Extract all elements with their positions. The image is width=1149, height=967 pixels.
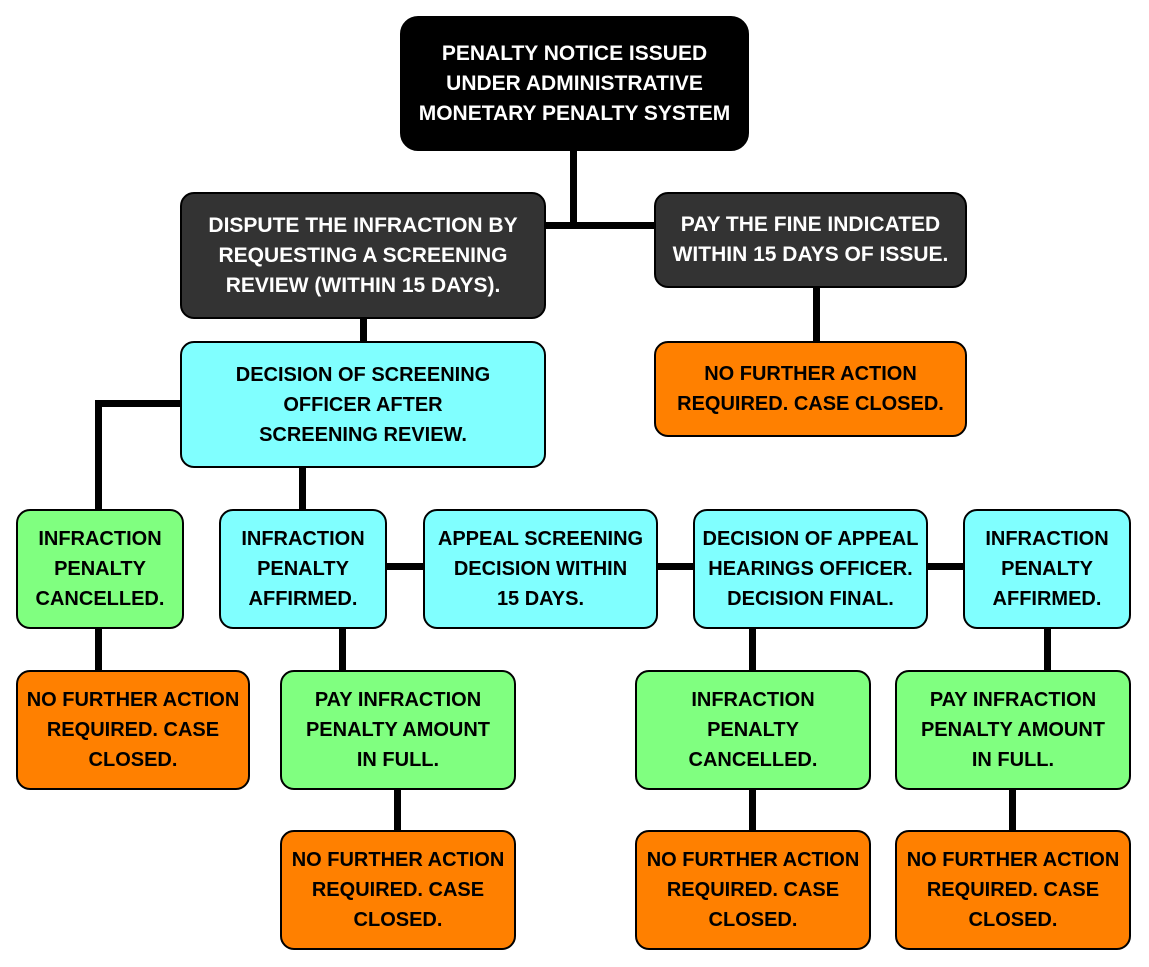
node-label: APPEAL SCREENING DECISION WITHIN 15 DAYS…	[437, 528, 644, 610]
node-label: NO FURTHER ACTION REQUIRED. CASE CLOSED.	[677, 363, 944, 415]
node-label: DECISION OF SCREENING OFFICER AFTER SCRE…	[235, 363, 491, 446]
connector-payfull1-closed	[394, 789, 401, 831]
node-appeal-screening-decision: APPEAL SCREENING DECISION WITHIN 15 DAYS…	[423, 509, 658, 629]
node-penalty-affirmed-1: INFRACTION PENALTY AFFIRMED.	[219, 509, 387, 629]
connector-dispute-payfine	[545, 222, 656, 229]
node-pay-in-full-1-case-closed: NO FURTHER ACTION REQUIRED. CASE CLOSED.	[280, 830, 516, 950]
node-label: INFRACTION PENALTY CANCELLED.	[35, 528, 165, 610]
node-label: INFRACTION PENALTY CANCELLED.	[688, 689, 818, 771]
node-cancelled-2-case-closed: NO FURTHER ACTION REQUIRED. CASE CLOSED.	[635, 830, 871, 950]
node-penalty-cancelled-2: INFRACTION PENALTY CANCELLED.	[635, 670, 871, 790]
connector-cancelled2-closed	[749, 789, 756, 831]
node-pay-in-full-2-case-closed: NO FURTHER ACTION REQUIRED. CASE CLOSED.	[895, 830, 1131, 950]
node-label: INFRACTION PENALTY AFFIRMED.	[985, 528, 1109, 610]
connector-screening-left	[95, 400, 181, 407]
node-pay-in-full-1: PAY INFRACTION PENALTY AMOUNT IN FULL.	[280, 670, 516, 790]
node-dispute-infraction: DISPUTE THE INFRACTION BY REQUESTING A S…	[180, 192, 546, 319]
node-label: NO FURTHER ACTION REQUIRED. CASE CLOSED.	[291, 849, 505, 931]
connector-decision-cancelled2	[749, 628, 756, 671]
node-pay-fine-case-closed: NO FURTHER ACTION REQUIRED. CASE CLOSED.	[654, 341, 967, 437]
connector-dispute-screening	[360, 318, 367, 342]
node-cancelled-1-case-closed: NO FURTHER ACTION REQUIRED. CASE CLOSED.	[16, 670, 250, 790]
node-label: NO FURTHER ACTION REQUIRED. CASE CLOSED.	[906, 849, 1120, 931]
connector-root-down	[570, 150, 577, 229]
connector-affirmed1-appeal	[386, 563, 425, 570]
node-penalty-cancelled-1: INFRACTION PENALTY CANCELLED.	[16, 509, 184, 629]
connector-cancelled1-closed	[95, 628, 102, 671]
connector-screening-affirmed	[299, 467, 306, 510]
node-appeal-hearings-decision: DECISION OF APPEAL HEARINGS OFFICER. DEC…	[693, 509, 928, 629]
node-label: PAY INFRACTION PENALTY AMOUNT IN FULL.	[305, 689, 491, 771]
node-label: DECISION OF APPEAL HEARINGS OFFICER. DEC…	[702, 528, 919, 610]
node-pay-fine: PAY THE FINE INDICATED WITHIN 15 DAYS OF…	[654, 192, 967, 288]
connector-left-down	[95, 400, 102, 510]
node-pay-in-full-2: PAY INFRACTION PENALTY AMOUNT IN FULL.	[895, 670, 1131, 790]
node-label: PENALTY NOTICE ISSUED UNDER ADMINISTRATI…	[418, 41, 731, 125]
connector-affirmed2-payfull	[1044, 628, 1051, 671]
node-label: NO FURTHER ACTION REQUIRED. CASE CLOSED.	[26, 689, 240, 771]
node-screening-officer-decision: DECISION OF SCREENING OFFICER AFTER SCRE…	[180, 341, 546, 468]
node-label: PAY THE FINE INDICATED WITHIN 15 DAYS OF…	[672, 213, 949, 266]
node-label: NO FURTHER ACTION REQUIRED. CASE CLOSED.	[646, 849, 860, 931]
connector-decision-affirmed2	[927, 563, 965, 570]
node-penalty-affirmed-2: INFRACTION PENALTY AFFIRMED.	[963, 509, 1131, 629]
node-label: PAY INFRACTION PENALTY AMOUNT IN FULL.	[920, 689, 1106, 771]
connector-payfull2-closed	[1009, 789, 1016, 831]
connector-appeal-decision	[657, 563, 695, 570]
node-label: DISPUTE THE INFRACTION BY REQUESTING A S…	[208, 213, 518, 297]
node-penalty-notice-issued: PENALTY NOTICE ISSUED UNDER ADMINISTRATI…	[400, 16, 749, 151]
connector-payfine-closed	[813, 287, 820, 342]
connector-affirmed1-payfull	[339, 628, 346, 671]
node-label: INFRACTION PENALTY AFFIRMED.	[241, 528, 365, 610]
